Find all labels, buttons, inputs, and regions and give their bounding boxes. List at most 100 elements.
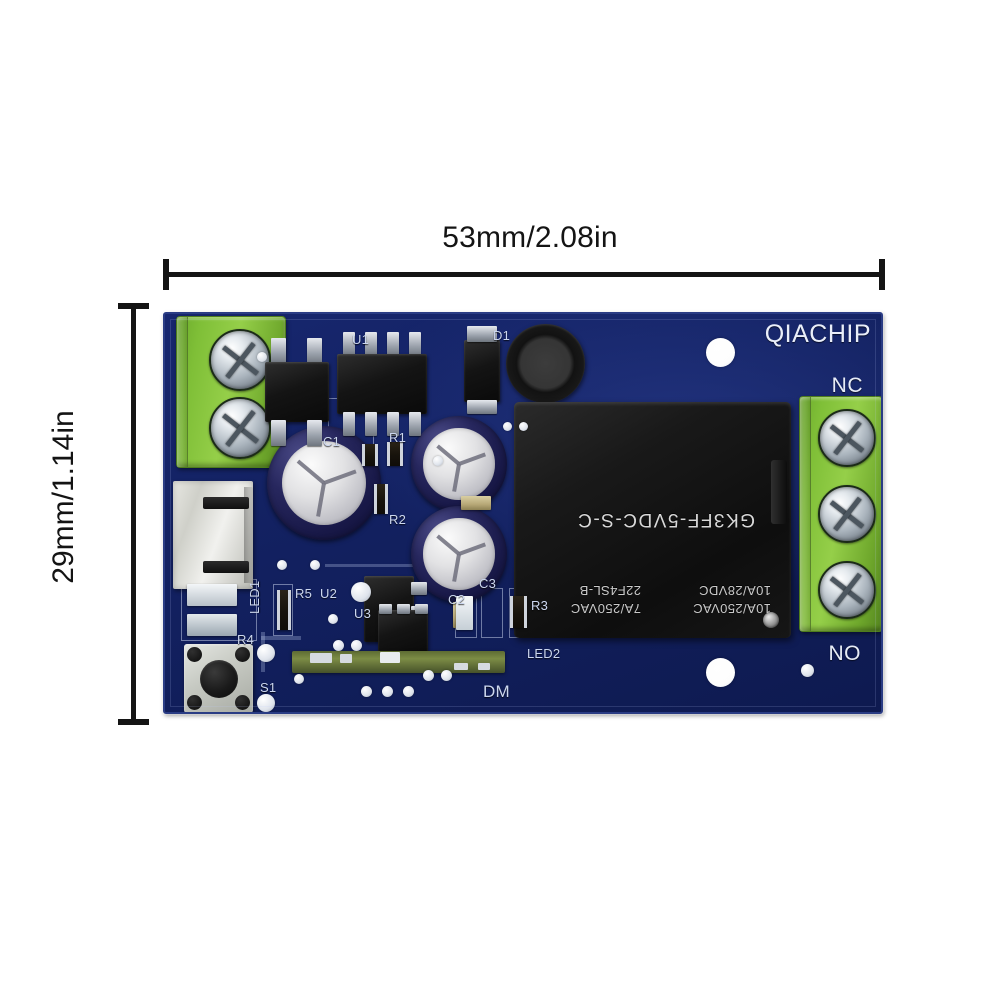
vent-score	[458, 542, 487, 556]
output-terminal-block[interactable]	[799, 396, 881, 632]
vent-score	[458, 452, 487, 466]
vent-score	[435, 534, 461, 556]
relay-rating-1: 10A/250VAC	[692, 601, 771, 616]
relay-rating-2: 10A/28VDC	[698, 583, 771, 598]
silk-trace	[261, 636, 301, 640]
usb-slot-bottom	[203, 561, 249, 573]
switch-leg	[235, 647, 250, 662]
relay-rating-4: 22F4SL-B	[579, 583, 641, 598]
usb-shell-edge	[244, 487, 253, 583]
silk-label-u1: U1	[352, 332, 370, 347]
vent-score	[452, 553, 461, 583]
resistor-terminal	[362, 444, 365, 466]
switch-leg	[187, 647, 202, 662]
terminal-lip	[177, 317, 188, 467]
push-button-switch-s1[interactable]	[184, 644, 253, 712]
resistor-terminal	[288, 590, 291, 630]
switch-plunger[interactable]	[199, 659, 238, 698]
terminal-label-nc: NC	[831, 374, 863, 397]
solder-pad	[351, 582, 371, 602]
switch-leg	[235, 695, 250, 710]
solder-pad	[441, 670, 452, 681]
capacitor-vent	[423, 518, 495, 590]
diode-anode-pad	[467, 326, 497, 342]
electrolytic-capacitor-mid	[411, 416, 507, 512]
ic-pin	[271, 420, 286, 446]
silk-label-dm: DM	[483, 682, 510, 701]
resistor-r4-body	[187, 614, 237, 636]
electrolytic-capacitor-small	[411, 506, 507, 602]
solder-pad	[277, 560, 287, 570]
silk-outline-r5	[273, 584, 293, 636]
resistor-terminal	[400, 442, 403, 466]
diode-cathode-pad	[467, 400, 497, 414]
height-dimension-cap-top	[118, 303, 149, 309]
led2-indicator	[456, 596, 473, 630]
toroid-inductor	[506, 324, 585, 403]
resistor-terminal	[524, 596, 527, 628]
ic-pin	[307, 420, 322, 446]
ic-pin	[365, 332, 377, 356]
module-chip	[380, 652, 400, 663]
solder-pad	[423, 670, 434, 681]
wifi-module-dm	[292, 651, 505, 673]
relay-rating-3: 7A/250VAC	[570, 601, 641, 616]
solder-pad	[361, 686, 372, 697]
silk-label-u3: U3	[354, 606, 372, 621]
vent-score	[323, 469, 357, 485]
silk-label-r4: R4	[237, 632, 255, 647]
ic-pin	[397, 604, 410, 614]
solder-pad	[310, 560, 320, 570]
resistor-terminal	[510, 596, 513, 628]
solder-pad	[382, 686, 393, 697]
ic-pin	[409, 332, 421, 356]
solder-pad	[519, 422, 528, 431]
resistor-r3	[510, 596, 527, 628]
width-dimension-cap-left	[163, 259, 169, 290]
height-dimension-cap-bottom	[118, 719, 149, 725]
terminal-screw-power-2[interactable]	[209, 397, 271, 459]
mounting-hole-bottom-right	[706, 658, 735, 687]
resistor-terminal	[385, 484, 388, 514]
terminal-screw-no[interactable]	[818, 561, 876, 619]
ic-pin	[387, 332, 399, 356]
resistor-r1	[362, 444, 378, 466]
solder-pad	[328, 614, 338, 624]
solder-pad	[333, 640, 344, 651]
silk-label-r1: R1	[389, 430, 407, 445]
silk-label-u2: U2	[320, 586, 338, 601]
transistor-u3	[378, 610, 428, 654]
solder-pad	[351, 640, 362, 651]
module-chip	[478, 663, 490, 670]
ic-pin	[307, 338, 322, 364]
solder-pad	[294, 674, 304, 684]
height-dimension-label: 29mm/1.14in	[47, 410, 80, 584]
silk-label-led2: LED2	[527, 646, 561, 661]
resistor-r2	[374, 484, 388, 514]
usb-slot-top	[203, 497, 249, 509]
silk-label-r3: R3	[531, 598, 549, 613]
ic-pin	[409, 412, 421, 436]
silk-trace	[325, 564, 435, 567]
ic-pin	[379, 604, 392, 614]
ic-pin	[411, 582, 427, 595]
solder-pad	[257, 694, 275, 712]
width-dimension-label: 53mm/2.08in	[442, 221, 618, 254]
silk-label-s1: S1	[260, 680, 277, 695]
height-dimension-line	[131, 303, 136, 725]
silk-label-led1: LED1	[247, 580, 262, 614]
terminal-screw-nc[interactable]	[818, 409, 876, 467]
ic-pin	[365, 412, 377, 436]
ic-pin	[343, 332, 355, 356]
silk-label-c2: C2	[448, 592, 466, 607]
mounting-hole-top-right	[706, 338, 735, 367]
micro-usb-connector[interactable]	[173, 481, 253, 589]
resistor-terminal	[375, 444, 378, 466]
solder-pad	[801, 664, 814, 677]
voltage-regulator-u1	[265, 362, 329, 422]
silk-outline-c3	[481, 588, 503, 638]
resistor-smd	[387, 442, 403, 466]
terminal-screw-com[interactable]	[818, 485, 876, 543]
ic-pin	[271, 338, 286, 364]
